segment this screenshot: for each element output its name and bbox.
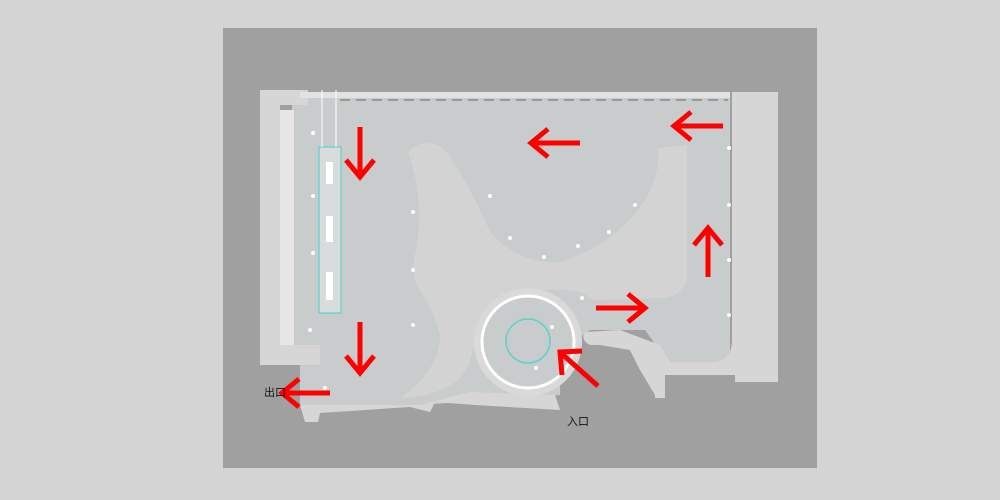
- light-dot-icon: [727, 313, 731, 317]
- light-dot-icon: [633, 203, 637, 207]
- light-dot-icon: [311, 131, 315, 135]
- light-dot-icon: [534, 366, 538, 370]
- display-item: [326, 216, 333, 242]
- entrance-rotunda-ring: [480, 294, 576, 390]
- light-dot-icon: [607, 230, 611, 234]
- light-dot-icon: [580, 296, 584, 300]
- bottom-wall: [300, 392, 560, 422]
- entrance-label: 入口: [567, 415, 589, 428]
- exit-label: 出口: [264, 386, 286, 399]
- light-dot-icon: [542, 255, 546, 259]
- top-wall: [300, 92, 730, 98]
- light-dot-icon: [308, 328, 312, 332]
- entrance-rotunda-inner: [505, 318, 551, 364]
- curved-feature-wall: [400, 142, 687, 398]
- light-dot-icon: [488, 194, 492, 198]
- light-dot-icon: [727, 146, 731, 150]
- arrow-icon: [344, 322, 376, 377]
- light-dot-icon: [727, 258, 731, 262]
- left-lit-panel: [280, 110, 294, 345]
- arrow-icon: [596, 292, 649, 324]
- arrow-icon: [278, 377, 330, 409]
- light-dot-icon: [411, 268, 415, 272]
- light-dot-icon: [311, 251, 315, 255]
- display-item: [326, 162, 333, 184]
- left-wall: [260, 90, 320, 365]
- light-dot-icon: [311, 194, 315, 198]
- floor-area: [292, 92, 730, 405]
- arrow-icon: [692, 224, 724, 277]
- arrow-icon: [527, 127, 580, 159]
- display-item: [326, 272, 333, 300]
- arrow-icon: [557, 348, 600, 388]
- light-dot-icon: [411, 210, 415, 214]
- light-dot-icon: [323, 386, 327, 390]
- arrow-icon: [670, 110, 723, 142]
- right-wall: [583, 92, 778, 398]
- light-dot-icon: [508, 236, 512, 240]
- ceiling-lights: [308, 131, 731, 390]
- flow-arrows: [278, 110, 724, 409]
- light-dot-icon: [411, 323, 415, 327]
- light-dot-icon: [550, 325, 554, 329]
- light-dot-icon: [727, 203, 731, 207]
- arrow-icon: [344, 127, 376, 181]
- light-dot-icon: [576, 244, 580, 248]
